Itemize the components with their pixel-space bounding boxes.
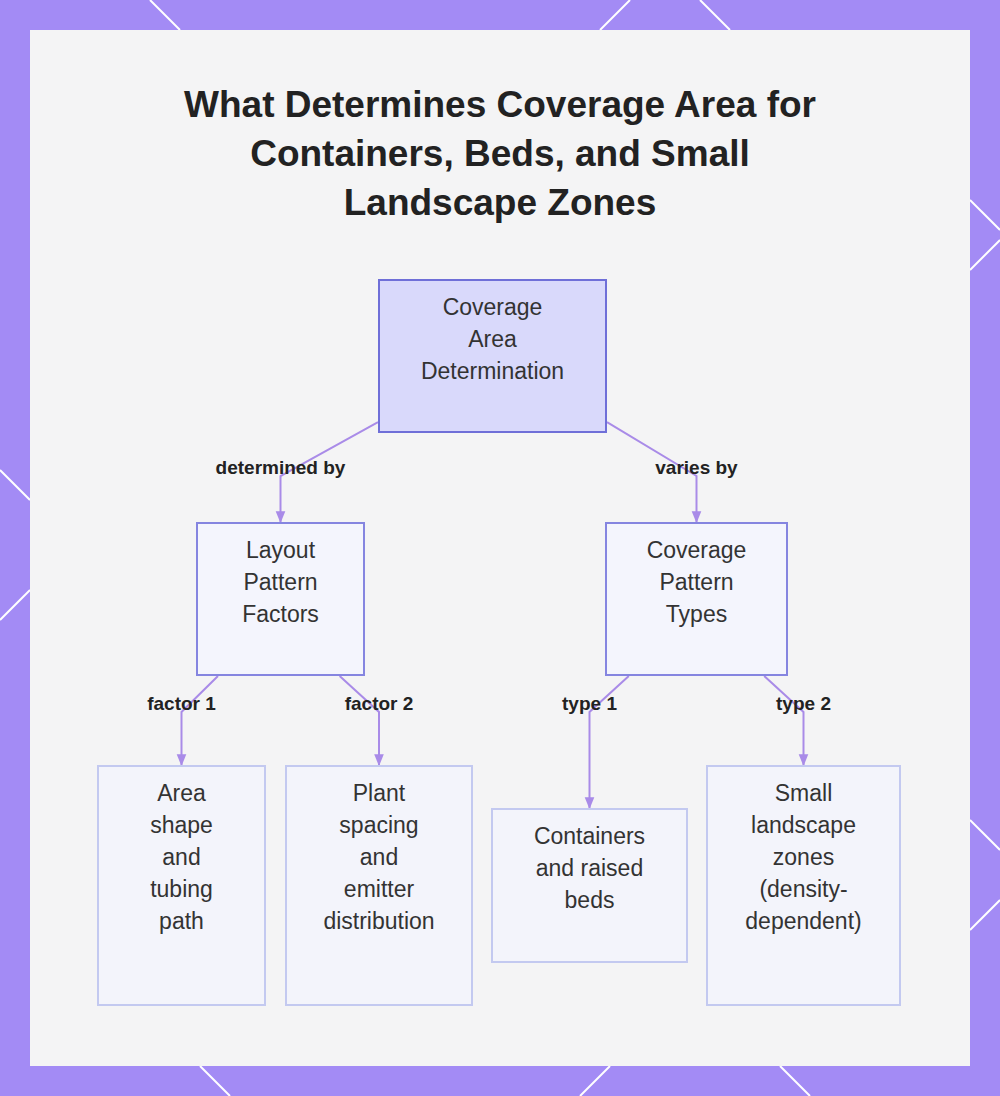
- process-box: Plant spacing and emitter distribution: [285, 765, 473, 1006]
- connector-line: [182, 676, 218, 765]
- connector-line: [340, 676, 379, 765]
- process-box: Small landscape zones (density-dependent…: [706, 765, 901, 1006]
- process-box: Area shape and tubing path: [97, 765, 266, 1006]
- edge-label: varies by: [655, 457, 737, 479]
- process-box: Containers and raised beds: [491, 808, 688, 963]
- process-box: Coverage Area Determination: [378, 279, 607, 433]
- edge-label: determined by: [216, 457, 346, 479]
- node-label: Coverage Area Determination: [419, 291, 567, 387]
- diagram-title: What Determines Coverage Area for Contai…: [150, 80, 850, 227]
- node-label: Layout Pattern Factors: [226, 534, 336, 630]
- process-box: Coverage Pattern Types: [605, 522, 788, 676]
- edge-label: type 2: [776, 693, 831, 715]
- node-label: Small landscape zones (density-dependent…: [744, 777, 864, 937]
- connector-line: [764, 676, 803, 765]
- edge-label: type 1: [562, 693, 617, 715]
- node-label: Containers and raised beds: [527, 820, 652, 916]
- edge-label: factor 2: [345, 693, 414, 715]
- node-label: Plant spacing and emitter distribution: [323, 777, 436, 937]
- content-panel: [30, 30, 970, 1066]
- node-label: Area shape and tubing path: [142, 777, 222, 937]
- edge-label: factor 1: [147, 693, 216, 715]
- node-label: Coverage Pattern Types: [642, 534, 752, 630]
- process-box: Layout Pattern Factors: [196, 522, 365, 676]
